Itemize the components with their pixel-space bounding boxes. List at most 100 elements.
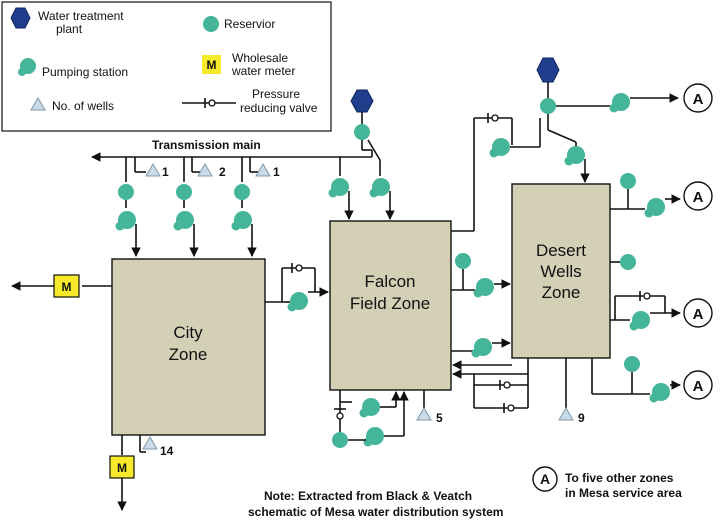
pumping-station-icon: [471, 338, 492, 358]
legend-valve-line2: reducing valve: [240, 101, 318, 115]
well-icon: [558, 407, 574, 421]
reservoir-icon: [455, 253, 471, 269]
pumping-station-icon: [231, 211, 252, 231]
other-zone-symbol: A: [540, 471, 550, 487]
well-icon: [30, 97, 46, 111]
reservoir-icon: [176, 184, 192, 200]
city-zone-label-line2: Zone: [169, 345, 208, 364]
transmission-main-label: Transmission main: [152, 138, 261, 152]
other-zone-connector: [683, 181, 713, 211]
desert-outlets: 9: [558, 173, 681, 425]
well-icon: [255, 163, 271, 177]
desert-top-feeds: [536, 57, 679, 183]
pumping-station-icon: [629, 311, 650, 331]
falcon-bottom-feeds: 5: [332, 390, 443, 448]
other-zone-symbol: A: [693, 306, 704, 323]
pumping-station-icon: [115, 211, 136, 231]
pressure-reducing-valve-icon: [336, 412, 344, 420]
pumping-station-icon: [609, 93, 630, 113]
legend-meter-line2: water meter: [231, 64, 295, 78]
other-zones-legend: A To five other zones in Mesa service ar…: [532, 466, 682, 500]
pumping-station-icon: [644, 198, 665, 218]
reservoir-icon: [203, 16, 219, 32]
desert-zone-label-line2: Wells: [540, 262, 581, 281]
well-icon: [197, 163, 213, 177]
reservoir-icon: [354, 124, 370, 140]
other-zone-connector: [683, 83, 713, 113]
reservoir-icon: [540, 98, 556, 114]
well-icon: [142, 436, 158, 450]
city-zone: [111, 258, 266, 436]
pumping-station-icon: [287, 292, 308, 312]
meter-symbol: M: [62, 280, 72, 294]
falcon-zone-label-line1: Falcon: [364, 272, 415, 291]
falcon-zone-label-line2: Field Zone: [350, 294, 430, 313]
pressure-reducing-valve-icon: [491, 114, 499, 122]
pumping-station-icon: [489, 138, 510, 158]
other-zone-symbol: A: [693, 189, 704, 206]
reservoir-icon: [620, 254, 636, 270]
desert-wells-zone: [511, 183, 611, 359]
city-west-meter-connection: M: [11, 274, 112, 298]
pumping-station-icon: [363, 427, 384, 447]
water-treatment-plant-icon: [536, 57, 560, 83]
other-zone-connectors: A A A A: [683, 83, 713, 400]
well-count: 2: [219, 165, 226, 179]
legend-meter-line1: Wholesale: [232, 51, 288, 65]
falcon-field-zone: [329, 220, 452, 391]
other-zones-note-line2: in Mesa service area: [565, 486, 682, 500]
desert-zone-label-line3: Zone: [542, 283, 581, 302]
city-zone-label-line1: City: [173, 323, 203, 342]
pressure-reducing-valve-icon: [295, 264, 303, 272]
city-falcon-connection: [265, 263, 329, 312]
meter-symbol: M: [117, 461, 127, 475]
other-zone-symbol: A: [693, 378, 704, 395]
other-zone-connector: [683, 298, 713, 328]
transmission-main: Transmission main: [91, 138, 373, 182]
legend-wells-label: No. of wells: [52, 99, 114, 113]
wholesale-meter-icon: [202, 55, 221, 74]
pressure-reducing-valve-icon: [182, 98, 236, 108]
pressure-reducing-valve-icon: [643, 292, 651, 300]
other-zone-connector: [683, 370, 713, 400]
well-count: 5: [436, 411, 443, 425]
legend-reservoir-label: Reservior: [224, 17, 275, 31]
legend-box: [1, 1, 332, 132]
other-zone-symbol: A: [693, 91, 704, 108]
well-icon: [416, 407, 432, 421]
legend: Water treatment plant Pumping station No…: [1, 1, 332, 132]
reservoir-icon: [620, 173, 636, 189]
well-count: 1: [273, 165, 280, 179]
reservoir-icon: [332, 432, 348, 448]
legend-meter-symbol: M: [207, 58, 217, 72]
pressure-reducing-valve-icon: [503, 381, 511, 389]
legend-plant-line2: plant: [56, 22, 83, 36]
pumping-station-icon: [369, 178, 390, 198]
water-treatment-plant-icon: [10, 7, 31, 29]
other-zone-connector: [532, 466, 558, 492]
well-count: 9: [578, 411, 585, 425]
pumping-station-icon: [328, 178, 349, 198]
pumping-station-icon: [564, 146, 585, 166]
well-icon: [145, 163, 161, 177]
water-treatment-plant-icon: [350, 89, 374, 113]
pumping-station-icon: [173, 211, 194, 231]
falcon-desert-connections: [451, 113, 541, 413]
city-south-meter-connection: M 14: [109, 435, 174, 511]
pumping-station-icon: [649, 383, 670, 403]
source-note-line2: schematic of Mesa water distribution sys…: [248, 505, 503, 519]
legend-plant-line1: Water treatment: [38, 9, 124, 23]
city-feed-stations: [115, 184, 257, 257]
legend-valve-line1: Pressure: [252, 87, 300, 101]
reservoir-icon: [118, 184, 134, 200]
pumping-station-icon: [18, 68, 26, 76]
well-count: 1: [162, 165, 169, 179]
source-note-line1: Note: Extracted from Black & Veatch: [264, 489, 472, 503]
legend-pump-label: Pumping station: [42, 65, 128, 79]
reservoir-icon: [234, 184, 250, 200]
pumping-station-icon: [359, 398, 380, 418]
reservoir-icon: [624, 356, 640, 372]
falcon-top-feeds: [328, 89, 395, 220]
